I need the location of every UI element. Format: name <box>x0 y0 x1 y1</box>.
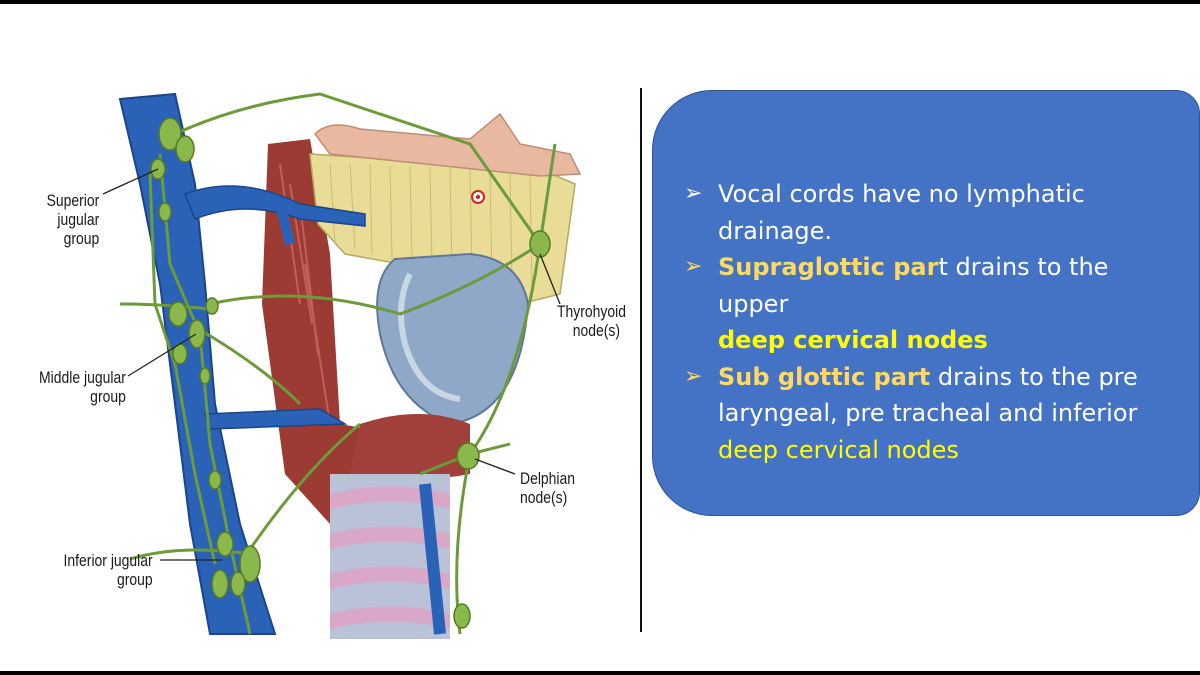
arrow-bullet-icon: ➢ <box>684 363 703 389</box>
arrow-bullet-icon: ➢ <box>684 254 703 279</box>
internal-jugular-vein <box>118 92 446 635</box>
bullet-vocal-cords: ➢ Vocal cords have no lymphatic drainage… <box>684 176 1184 249</box>
label-inferior-jugular-group: Inferior jugular group <box>63 551 153 589</box>
vertical-divider <box>640 88 642 632</box>
anatomy-illustration <box>102 92 582 639</box>
lymphatic-vessels <box>119 92 557 635</box>
larynx-lymphatic-diagram: Superior jugular group Middle jugular gr… <box>0 4 640 671</box>
label-thyrohyoid-nodes: Thyrohyoid node(s) <box>557 302 626 340</box>
slide: Superior jugular group Middle jugular gr… <box>0 4 1200 671</box>
text-panel <box>652 90 1200 516</box>
cricothyroid <box>350 414 470 479</box>
arrow-bullet-icon: ➢ <box>684 181 703 206</box>
bullet-list: ➢ Vocal cords have no lymphatic drainage… <box>684 176 1184 468</box>
label-superior-jugular-group: Superior jugular group <box>46 191 99 248</box>
bullet-subglottic: ➢ Sub glottic part drains to the pre lar… <box>684 359 1184 469</box>
label-middle-jugular-group: Middle jugular group <box>39 368 126 406</box>
leader-lines <box>102 168 561 561</box>
lymph-nodes <box>150 117 551 629</box>
hyoid-bone <box>314 112 582 177</box>
bullet-supraglottic: ➢ Supraglottic part drains to the upper … <box>684 249 1184 359</box>
trachea <box>330 474 450 639</box>
label-delphian-nodes: Delphian node(s) <box>520 469 576 507</box>
